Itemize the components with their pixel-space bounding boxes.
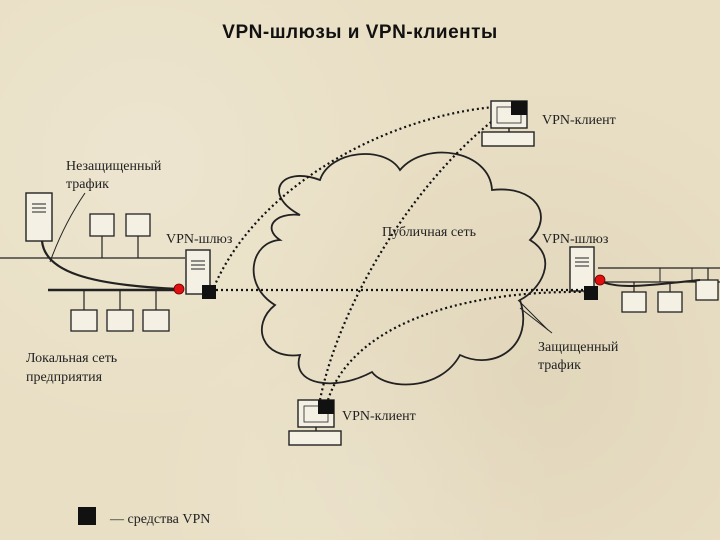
endpoint-dot — [173, 283, 185, 295]
secured-traffic-right-tail — [599, 279, 701, 287]
unsecured-traffic-line — [40, 240, 179, 291]
lan-server — [25, 192, 53, 242]
vpn-client-top-label: VPN-клиент — [542, 113, 616, 128]
secured-traffic-label: трафик — [538, 358, 581, 373]
vpn-gateway-left — [185, 249, 216, 299]
vpn-client-bottom-label: VPN-клиент — [342, 409, 416, 424]
lan-workstation — [621, 282, 647, 313]
vpn-module-marker — [511, 101, 527, 115]
endpoint-dot — [594, 274, 606, 286]
unsecured-label-pointer — [49, 192, 86, 263]
lan-workstation — [106, 290, 134, 332]
vpn-client-bottom — [288, 399, 342, 446]
secured-traffic-label: Защищенный — [538, 340, 619, 355]
public-network-cloud — [252, 151, 547, 386]
lan-workstation — [70, 290, 98, 332]
diagram-title: VPN-шлюзы и VPN-клиенты — [222, 22, 498, 43]
lan-label: Локальная сеть — [26, 351, 117, 366]
vpn-tunnel-gateway-client-top — [212, 104, 511, 288]
vpn-gateway-right — [569, 246, 598, 300]
lan-workstation — [695, 268, 719, 301]
secured-label-pointer — [519, 307, 553, 334]
vpn-module-marker — [584, 286, 598, 300]
legend-label: — средства VPN — [109, 512, 210, 527]
lan-label: предприятия — [26, 370, 103, 385]
legend-vpn-marker — [78, 507, 96, 525]
secured-label-pointer — [517, 299, 549, 331]
vpn-tunnel-client-client — [318, 107, 511, 401]
vpn-tunnel-client-gateway — [326, 290, 587, 401]
vpn-gateway-left-label: VPN-шлюз — [166, 232, 233, 247]
vpn-module-marker — [202, 285, 216, 299]
lan-workstation — [125, 213, 151, 258]
lan-workstation — [657, 282, 683, 313]
vpn-client-top — [481, 100, 535, 147]
vpn-module-marker — [318, 400, 334, 414]
lan-workstation — [89, 213, 115, 258]
lan-workstation — [142, 290, 170, 332]
unsecured-traffic-label: Незащищенный — [66, 159, 162, 174]
unsecured-traffic-label: трафик — [66, 177, 109, 192]
public-network-label: Публичная сеть — [382, 225, 476, 240]
vpn-gateway-right-label: VPN-шлюз — [542, 232, 609, 247]
